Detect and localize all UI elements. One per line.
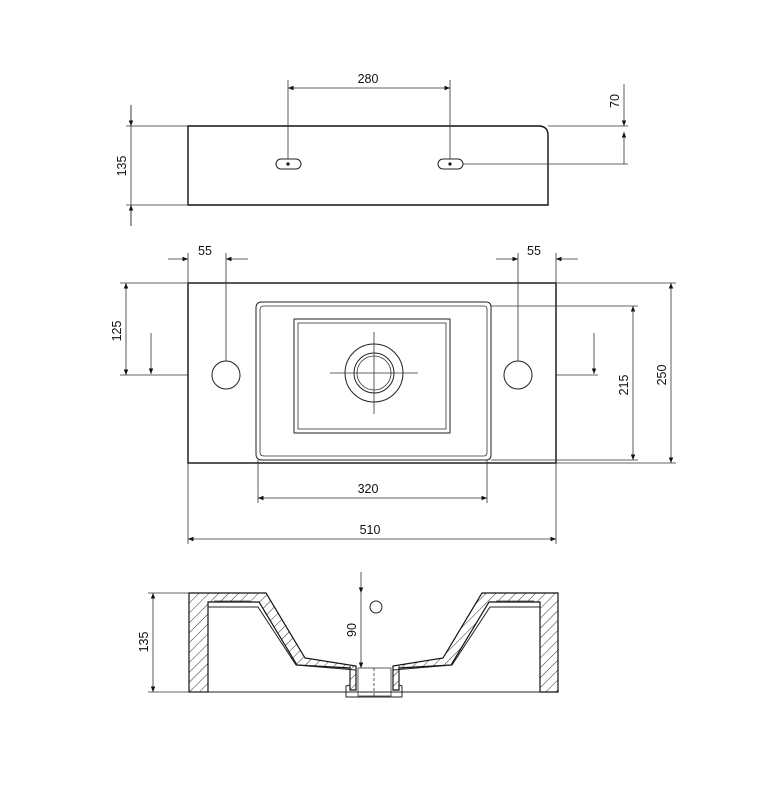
section-view: 90 135 xyxy=(137,572,559,698)
dim-hole-depth: 125 xyxy=(110,321,124,342)
overflow-hole xyxy=(369,600,383,614)
dim-hole-offset: 70 xyxy=(608,94,622,108)
dim-total-depth: 250 xyxy=(655,365,669,386)
bowl-basin xyxy=(293,318,451,434)
dim-hole-spacing: 280 xyxy=(358,72,379,86)
dim-total-width: 510 xyxy=(360,523,381,537)
dim-rear-height: 135 xyxy=(115,156,129,177)
bowl-outer-rim xyxy=(255,301,492,461)
rear-view-outline xyxy=(187,125,549,206)
dim-bowl-width: 320 xyxy=(358,482,379,496)
dim-drain-depth: 90 xyxy=(345,623,359,637)
dim-right-hole: 55 xyxy=(527,244,541,258)
section-left-wall xyxy=(188,592,357,693)
section-right-wall xyxy=(392,592,559,693)
dim-section-height: 135 xyxy=(137,632,151,653)
drain-outlet xyxy=(345,666,403,698)
dim-left-hole: 55 xyxy=(198,244,212,258)
left-tap-hole xyxy=(211,360,241,390)
drain-icon xyxy=(330,332,418,414)
dim-bowl-depth: 215 xyxy=(617,375,631,396)
plan-view: 55 55 125 215 250 320 51 xyxy=(110,244,676,544)
left-mounting-hole xyxy=(275,158,302,170)
plan-outline xyxy=(187,282,557,464)
rear-view: 280 70 135 xyxy=(115,72,628,226)
right-tap-hole xyxy=(503,360,533,390)
